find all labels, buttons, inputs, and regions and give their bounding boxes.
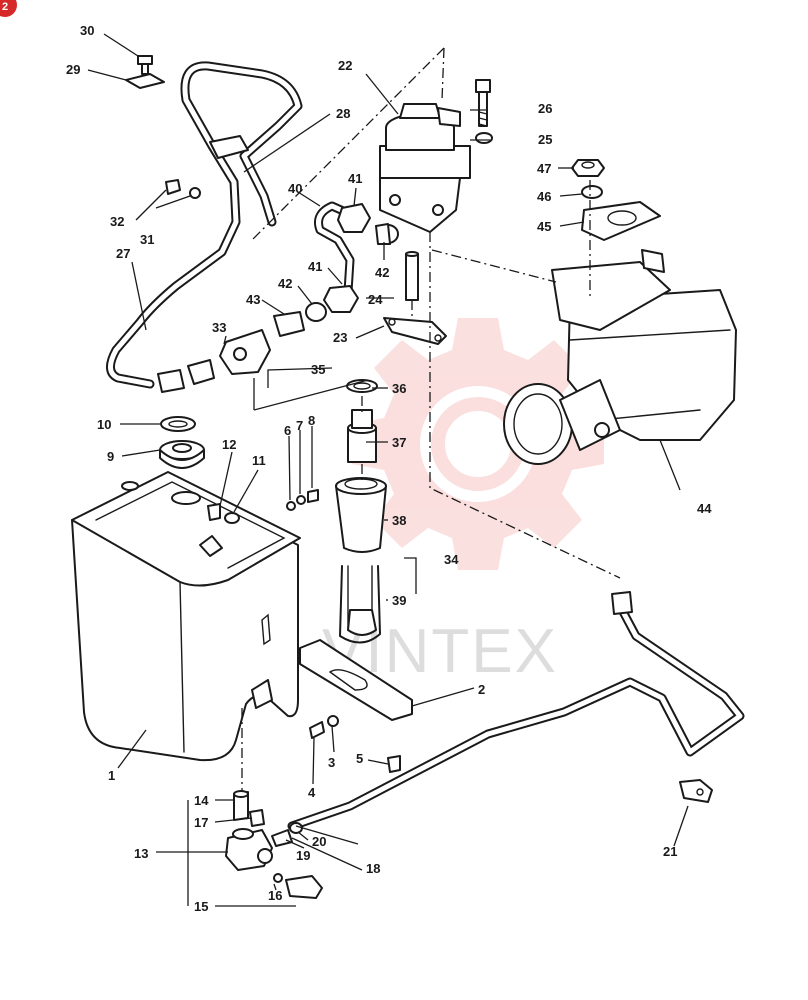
callout-41b: 41 (308, 259, 322, 274)
callout-22: 22 (338, 58, 352, 73)
page-badge: 2 (0, 0, 17, 17)
callout-11: 11 (252, 453, 266, 468)
callout-7: 7 (296, 418, 303, 433)
cap-gasket (160, 416, 196, 432)
callout-9: 9 (107, 449, 114, 464)
fuel-line-pump (314, 201, 355, 297)
carb-nut (571, 159, 605, 177)
pump-bolt (475, 79, 491, 127)
callout-33: 33 (212, 320, 226, 335)
callout-46: 46 (537, 189, 551, 204)
carb-washer (581, 185, 603, 199)
bracket-clip (125, 73, 165, 89)
callout-8: 8 (308, 413, 315, 428)
callout-35: 35 (311, 362, 325, 377)
callout-6: 6 (284, 423, 291, 438)
bracket-screw (165, 179, 181, 195)
line-clip (679, 779, 713, 803)
tank-strap (251, 639, 413, 721)
fuel-tank (71, 471, 301, 762)
sediment-bowl-assembly (335, 379, 387, 644)
callout-15: 15 (194, 899, 208, 914)
callout-5: 5 (356, 751, 363, 766)
fuel-line-lower (287, 591, 745, 831)
bracket-bolt (137, 55, 153, 75)
callout-32: 32 (110, 214, 124, 229)
callout-42a: 42 (375, 265, 389, 280)
callout-28: 28 (336, 106, 350, 121)
line-bracket (209, 135, 249, 159)
carburetor (503, 249, 737, 465)
callout-16: 16 (268, 888, 282, 903)
callout-12: 12 (222, 437, 236, 452)
tank-fittings (207, 503, 240, 524)
callout-42b: 42 (278, 276, 292, 291)
pump-pushrod (405, 251, 419, 301)
small-screws (286, 489, 319, 511)
pump-washer (475, 132, 493, 144)
callout-40: 40 (288, 181, 302, 196)
callout-36: 36 (392, 381, 406, 396)
callout-13: 13 (134, 846, 148, 861)
callout-30: 30 (80, 23, 94, 38)
fuel-cap (159, 440, 205, 469)
line-fittings (157, 203, 399, 393)
leader-lines (87, 33, 689, 907)
callout-37: 37 (392, 435, 406, 450)
callout-47: 47 (537, 161, 551, 176)
bracket-washer (189, 187, 201, 199)
fuel-pump (379, 103, 471, 233)
callout-39: 39 (392, 593, 406, 608)
callout-38: 38 (392, 513, 406, 528)
callout-2: 2 (478, 682, 485, 697)
callout-14: 14 (194, 793, 209, 808)
svg-text:2: 2 (2, 1, 8, 13)
callout-27: 27 (116, 246, 130, 261)
callout-25: 25 (538, 132, 552, 147)
callout-3: 3 (328, 755, 335, 770)
callout-17: 17 (194, 815, 208, 830)
fuel-line-upper (106, 61, 303, 389)
callout-34: 34 (444, 552, 459, 567)
callout-45: 45 (537, 219, 551, 234)
callout-26: 26 (538, 101, 552, 116)
shutoff-valve-assembly (225, 790, 323, 899)
callout-41a: 41 (348, 171, 362, 186)
pump-gasket (383, 317, 447, 345)
callout-31: 31 (140, 232, 154, 247)
callout-23: 23 (333, 330, 347, 345)
callout-10: 10 (97, 417, 111, 432)
watermark-gear (352, 318, 604, 570)
callout-18: 18 (366, 861, 380, 876)
callout-24: 24 (368, 292, 383, 307)
callout-19: 19 (296, 848, 310, 863)
carb-gasket (581, 201, 661, 241)
callout-21: 21 (663, 844, 677, 859)
callout-43: 43 (246, 292, 260, 307)
callout-labels: 30 29 28 22 26 25 47 46 45 40 41 32 31 2… (66, 23, 712, 914)
callout-44: 44 (697, 501, 712, 516)
callout-29: 29 (66, 62, 80, 77)
callout-4: 4 (308, 785, 316, 800)
assembly-lines (241, 47, 621, 792)
callout-20: 20 (312, 834, 326, 849)
strap-fasteners (309, 715, 401, 773)
callout-1: 1 (108, 768, 115, 783)
